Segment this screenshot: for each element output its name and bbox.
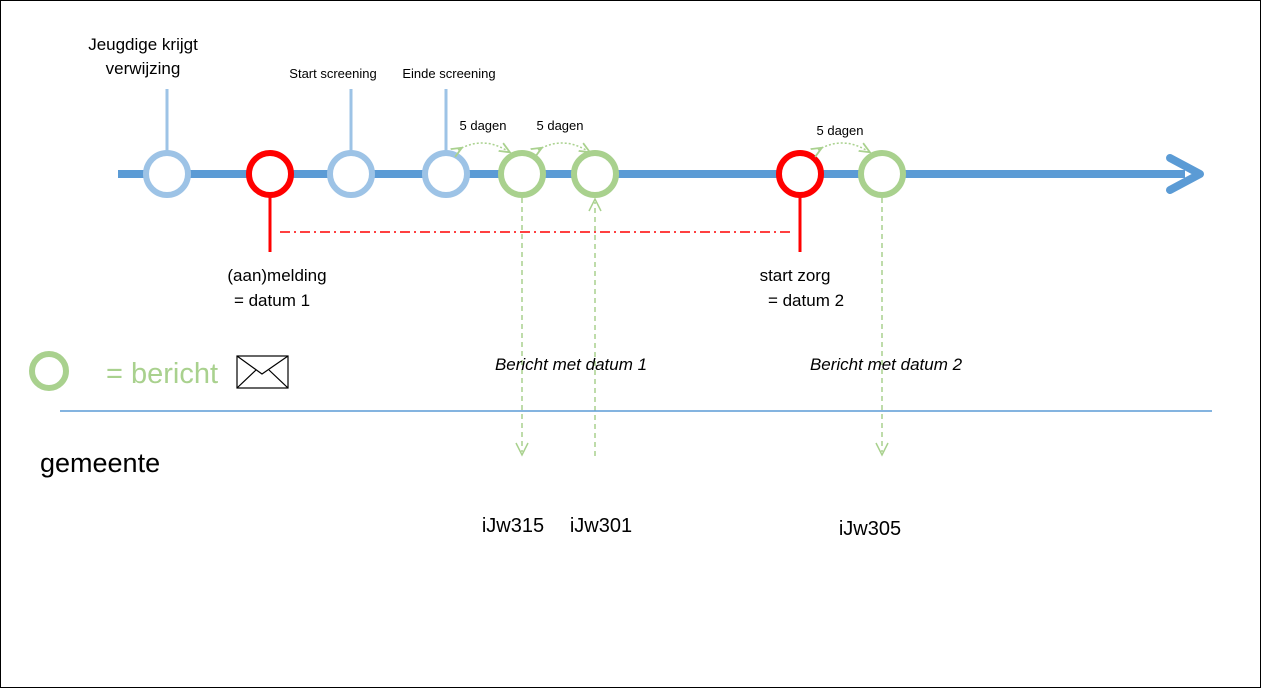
start-zorg-label-line2: = datum 2 <box>768 291 844 310</box>
legend-bericht-label: = bericht <box>106 358 218 390</box>
aanmelding-marker <box>246 150 294 198</box>
verwijzing-marker <box>143 150 191 198</box>
start-zorg-marker <box>776 150 824 198</box>
bericht-ijw305-marker <box>858 150 906 198</box>
dagen-label-1: 5 dagen <box>460 118 507 133</box>
ijw315-label: iJw315 <box>482 515 544 537</box>
bericht-ijw315-marker <box>498 150 546 198</box>
aanmelding-label-line1: (aan)melding <box>227 266 326 285</box>
start-zorg-label-line1: start zorg <box>760 266 831 285</box>
start-screening-marker <box>327 150 375 198</box>
timeline-arrowhead <box>1166 154 1204 194</box>
dagen-arc-2 <box>538 142 586 150</box>
bericht-datum-2-label: Bericht met datum 2 <box>810 355 963 374</box>
dagen-arc-1 <box>458 142 506 150</box>
aanmelding-label-line2: = datum 1 <box>234 291 310 310</box>
dagen-label-2: 5 dagen <box>537 118 584 133</box>
gemeente-label: gemeente <box>40 448 160 478</box>
envelope-icon <box>236 355 289 389</box>
legend-bericht-icon <box>29 351 69 391</box>
start-screening-label: Start screening <box>289 66 376 81</box>
einde-screening-label: Einde screening <box>402 66 495 81</box>
ijw315-arrowhead <box>515 442 529 457</box>
dagen-label-3: 5 dagen <box>817 123 864 138</box>
ijw301-label: iJw301 <box>570 515 632 537</box>
bericht-ijw301-marker <box>571 150 619 198</box>
jeugdige-label-line1: Jeugdige krijgt <box>88 35 198 54</box>
ijw301-arrowhead <box>588 197 602 212</box>
jeugdige-label-line2: verwijzing <box>106 59 181 78</box>
bericht-datum-1-label: Bericht met datum 1 <box>495 355 647 374</box>
ijw305-arrowhead <box>875 442 889 457</box>
einde-screening-marker <box>422 150 470 198</box>
ijw305-label: iJw305 <box>839 518 901 540</box>
dagen-arc-3 <box>818 142 866 150</box>
